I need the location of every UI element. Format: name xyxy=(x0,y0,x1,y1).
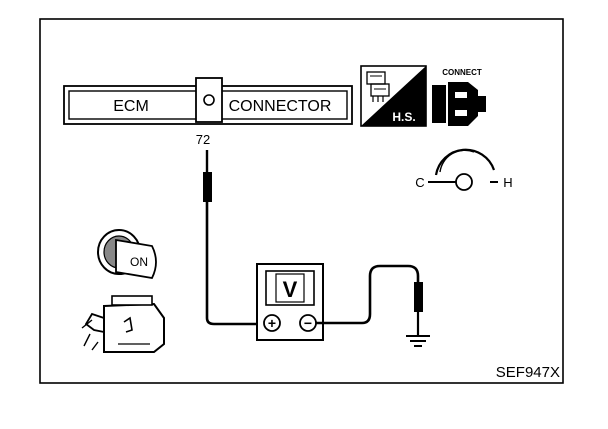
voltmeter: V + − xyxy=(256,263,324,341)
hs-badge-dark-half xyxy=(361,66,426,126)
hs-badge: H.S. xyxy=(360,65,427,127)
positive-lead xyxy=(203,150,262,326)
connect-label: CONNECT xyxy=(442,68,482,77)
engine-detail xyxy=(123,316,133,333)
ignition-on-label: ON xyxy=(130,255,148,269)
ground-probe-handle xyxy=(414,282,423,312)
engine-head xyxy=(111,295,153,306)
terminal-number: 72 xyxy=(196,132,210,147)
gauge-hot-label: H xyxy=(503,175,512,190)
engine-vent-lines xyxy=(81,319,99,351)
gauge-arc xyxy=(434,148,496,176)
negative-wire xyxy=(316,264,420,325)
positive-wire xyxy=(205,202,262,326)
positive-terminal xyxy=(263,314,281,332)
connector-label: CONNECTOR xyxy=(229,98,332,115)
negative-terminal-sign: − xyxy=(304,315,312,331)
plug-pin-top xyxy=(455,92,467,98)
gauge-inner-arc xyxy=(439,149,475,173)
temperature-gauge-icon: C H xyxy=(415,148,513,191)
engine-icon xyxy=(81,295,165,353)
plug-right-body xyxy=(448,82,478,126)
connector-pin-hole xyxy=(203,94,215,106)
gauge-pivot xyxy=(455,173,473,191)
plug-pin-bottom xyxy=(455,110,467,116)
gauge-cold-label: C xyxy=(415,175,424,190)
hs-label: H.S. xyxy=(392,110,415,124)
ecm-connector: ECM CONNECTOR 72 xyxy=(63,77,353,147)
harness-connector-icon xyxy=(366,71,390,102)
engine-block xyxy=(103,302,165,353)
key-head xyxy=(115,238,157,279)
voltmeter-symbol: V xyxy=(283,277,298,302)
voltmeter-symbol-box xyxy=(275,273,305,303)
positive-terminal-sign: + xyxy=(268,315,276,331)
ecm-label: ECM xyxy=(113,98,149,115)
negative-lead xyxy=(316,264,430,347)
connect-icon: CONNECT xyxy=(432,68,486,126)
plug-left-body xyxy=(432,85,446,123)
ignition-key-icon: ON xyxy=(97,229,157,279)
probe-handle xyxy=(203,172,212,202)
figure-code: SEF947X xyxy=(496,364,560,381)
frame-border xyxy=(39,18,564,384)
plug-tail xyxy=(478,96,486,112)
